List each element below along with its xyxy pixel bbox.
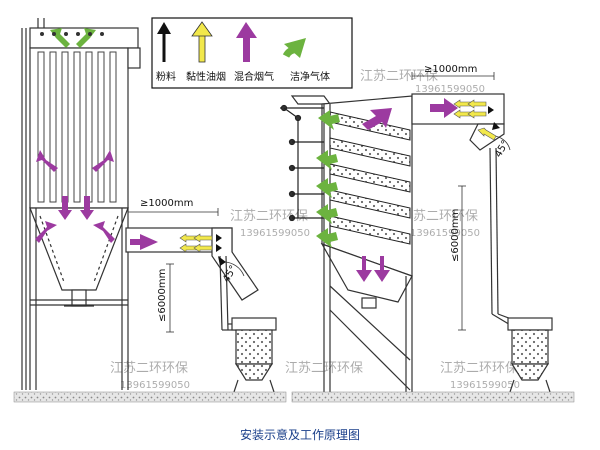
legend-label-clean-gas: 洁净气体 xyxy=(290,70,330,83)
left-dimensions xyxy=(127,208,245,333)
mixed-gas-arrows-right xyxy=(356,98,458,282)
watermark-number: 13961599050 xyxy=(120,380,190,391)
watermark-text: 江苏二环环保 xyxy=(360,68,438,84)
filter-plates xyxy=(329,111,411,245)
legend-label-powder: 粉料 xyxy=(156,70,176,83)
watermark-text: 江苏二环环保 xyxy=(400,208,478,224)
mixed-gas-arrows-left xyxy=(35,150,158,250)
legend-arrow-mixed-gas xyxy=(236,22,257,62)
watermark-number: 13961599050 xyxy=(410,228,480,239)
right-horizontal-dimension: ≥1000mm xyxy=(424,64,477,75)
left-collector-tank xyxy=(231,317,277,393)
watermark-text: 江苏二环环保 xyxy=(230,208,308,224)
watermark-number: 13961599050 xyxy=(450,380,520,391)
right-collector-tank xyxy=(507,317,553,393)
watermark-number: 13961599050 xyxy=(240,228,310,239)
right-angle-label: 45° xyxy=(493,139,511,160)
filter-bags xyxy=(37,51,117,203)
left-baghouse xyxy=(21,18,141,390)
legend-label-oil-smoke: 黏性油烟 xyxy=(186,70,226,83)
legend-arrow-clean-gas xyxy=(282,38,306,58)
right-filter-frame xyxy=(290,93,505,392)
oil-smoke-arrows xyxy=(179,99,497,253)
watermark-number: 13961599050 xyxy=(415,84,485,95)
legend: 粉料 黏性油烟 混合烟气 洁净气体 xyxy=(151,17,353,89)
right-drop-pipe xyxy=(489,147,515,327)
watermark-text: 江苏二环环保 xyxy=(440,360,518,376)
legend-label-mixed-gas: 混合烟气 xyxy=(234,70,274,83)
powder-arrows xyxy=(216,106,500,266)
pulse-valves xyxy=(40,32,104,36)
left-horizontal-dimension: ≥1000mm xyxy=(140,198,193,209)
watermark-group: 江苏二环环保 13961599050 江苏二环环保 13961599050 江苏… xyxy=(110,68,520,391)
right-dimensions xyxy=(411,72,511,331)
right-vertical-dimension: ≤6000mm xyxy=(450,209,461,262)
legend-arrow-powder xyxy=(157,22,171,62)
left-vertical-dimension: ≤6000mm xyxy=(157,269,168,322)
legend-arrow-oil-smoke xyxy=(191,21,213,63)
clean-gas-arrows xyxy=(50,28,340,248)
watermark-text: 江苏二环环保 xyxy=(110,360,188,376)
diagram-caption: 安装示意及工作原理图 xyxy=(239,428,360,442)
right-nozzles xyxy=(280,104,324,222)
ground xyxy=(13,391,575,403)
